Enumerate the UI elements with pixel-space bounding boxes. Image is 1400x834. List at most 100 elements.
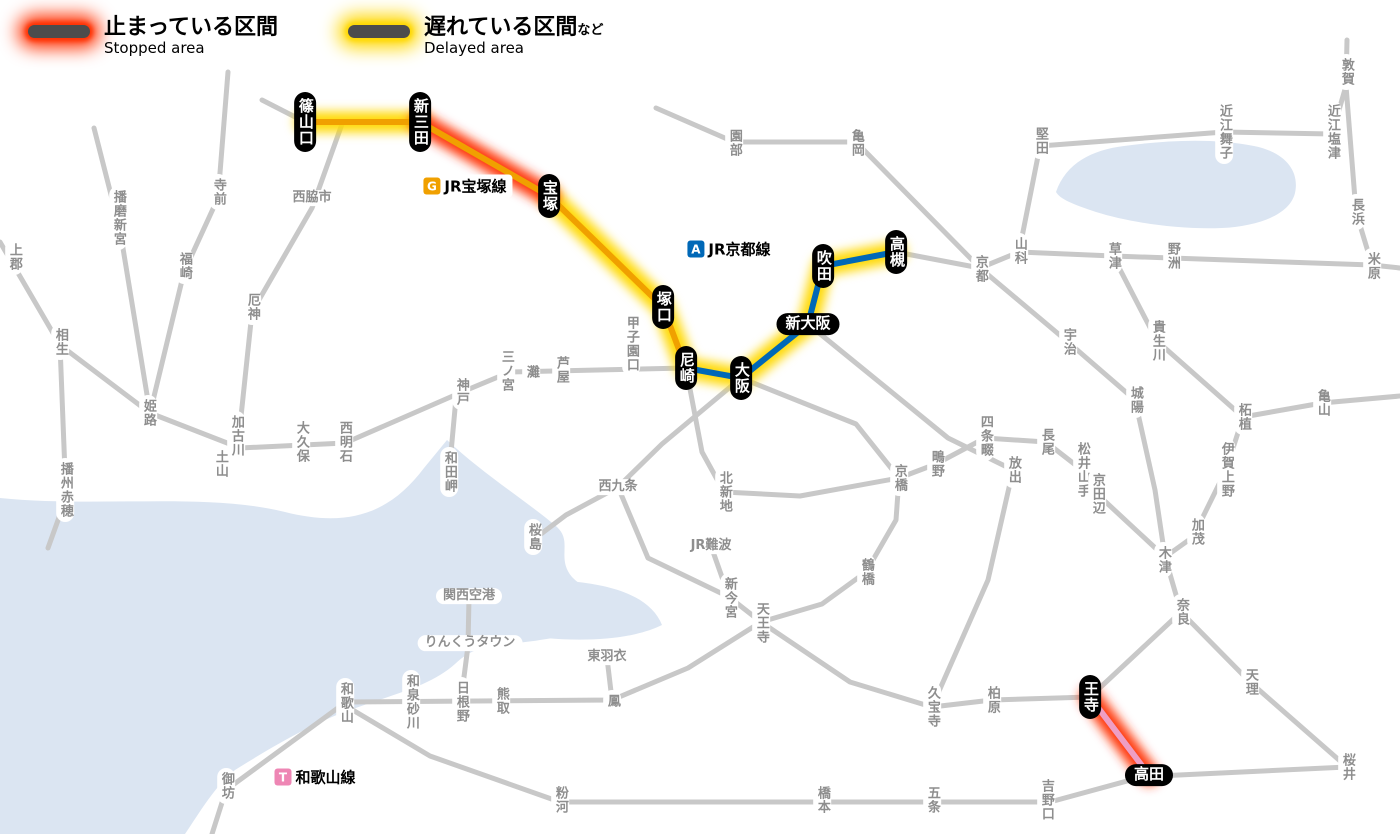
station-label: 関西空港 — [435, 588, 503, 604]
station-label-highlight: 高槻 — [885, 230, 907, 274]
station-label: 亀山 — [1313, 385, 1331, 421]
station-label-highlight: 篠山口 — [294, 92, 316, 152]
station-label: 城陽 — [1126, 382, 1144, 418]
station-label: 加古川 — [227, 411, 245, 461]
station-label: 大久保 — [292, 417, 310, 467]
station-label: 木津 — [1154, 542, 1172, 578]
station-label: 和泉砂川 — [402, 670, 420, 734]
station-label: 西脇市 — [285, 190, 339, 206]
station-label: 亀岡 — [847, 125, 865, 161]
stopped-area-swatch-icon — [28, 25, 90, 38]
delayed-area-swatch-icon — [348, 25, 410, 38]
station-label: 鶴橋 — [857, 554, 875, 590]
station-label: 御坊 — [217, 768, 235, 804]
station-label: 伊賀上野 — [1217, 438, 1235, 502]
station-label: 敦賀 — [1337, 54, 1355, 90]
station-label: 日根野 — [452, 677, 470, 727]
station-label-highlight: 宝塚 — [538, 174, 560, 218]
station-label: 貴生川 — [1148, 316, 1166, 366]
station-label: 宇治 — [1059, 324, 1077, 360]
station-label: 西明石 — [335, 417, 353, 467]
station-label: 奈良 — [1172, 594, 1190, 630]
station-label: 姫路 — [139, 395, 157, 431]
station-label: 柏原 — [983, 682, 1001, 718]
station-label: 長浜 — [1347, 194, 1365, 230]
station-label: 橋本 — [813, 782, 831, 818]
station-label: 山科 — [1010, 233, 1028, 269]
station-label-highlight: 新大阪 — [776, 313, 840, 335]
station-label-highlight: 新三田 — [409, 92, 431, 152]
line-name-label: 和歌山線 — [295, 768, 356, 787]
station-label: 加茂 — [1187, 514, 1205, 550]
station-label: 近江舞子 — [1215, 100, 1233, 164]
station-label: 五条 — [923, 782, 941, 818]
station-label-highlight: 王寺 — [1079, 675, 1101, 719]
station-label: 天王寺 — [752, 598, 770, 648]
station-label: 寺前 — [209, 174, 227, 210]
station-label: 播磨新宮 — [109, 186, 127, 250]
station-label: 厄神 — [243, 289, 261, 325]
line-badge-icon: A — [687, 240, 705, 258]
station-label: 鴫野 — [927, 446, 945, 482]
station-label: 三ノ宮 — [497, 346, 515, 396]
water-areas — [0, 140, 1296, 834]
station-label: 西九条 — [591, 479, 645, 495]
station-label: 甲子園口 — [622, 312, 640, 376]
station-label: 京田辺 — [1088, 469, 1106, 519]
station-label: 灘 — [522, 361, 540, 383]
station-label: 新今宮 — [720, 573, 738, 623]
lake-biwa-shape — [1056, 140, 1296, 229]
station-label-highlight: 吹田 — [812, 244, 834, 288]
station-label: 粉河 — [551, 782, 569, 818]
station-label: 福崎 — [175, 248, 193, 284]
station-label-highlight: 塚口 — [652, 285, 674, 329]
station-label: 草津 — [1104, 238, 1122, 274]
station-label: 土山 — [211, 446, 229, 482]
osaka-bay-shape — [0, 440, 623, 834]
station-label: 東羽衣 — [580, 649, 634, 665]
station-label: 芦屋 — [552, 352, 570, 388]
station-label: 熊取 — [492, 683, 510, 719]
station-label: 和田岬 — [440, 447, 458, 497]
station-label-highlight: 尼崎 — [675, 346, 697, 390]
line-name-label: JR京都線 — [708, 240, 771, 259]
station-label: 桜井 — [1338, 749, 1356, 785]
station-label: 播州赤穂 — [56, 458, 74, 522]
station-label: 四条畷 — [976, 411, 994, 461]
station-label: 堅田 — [1031, 123, 1049, 159]
station-label: 柘植 — [1234, 399, 1252, 435]
station-label: 松井山手 — [1073, 438, 1091, 502]
station-label: 桜島 — [524, 519, 542, 555]
station-label: 放出 — [1004, 452, 1022, 488]
station-label: 京都 — [971, 251, 989, 287]
line-badge-icon: G — [423, 177, 441, 195]
stopped-area-label-jp: 止まっている区間 — [104, 15, 279, 40]
station-label-highlight: 高田 — [1124, 764, 1174, 786]
station-label: 上郡 — [5, 239, 23, 275]
station-label: 吉野口 — [1037, 775, 1055, 825]
stopped-area-label-en: Stopped area — [104, 39, 205, 58]
station-label: 近江塩津 — [1323, 100, 1341, 164]
station-label: 園部 — [725, 125, 743, 161]
station-label: 相生 — [51, 324, 69, 360]
station-label: 鳳 — [603, 690, 621, 712]
station-label: 久宝寺 — [923, 682, 941, 732]
station-label: 天理 — [1241, 664, 1259, 700]
line-name-label: JR宝塚線 — [444, 177, 507, 196]
line-badge-icon: T — [274, 768, 292, 786]
delayed-area-label-en: Delayed area — [424, 39, 524, 58]
delayed-area-label-jp: 遅れている区間など — [424, 15, 604, 40]
station-label: 野洲 — [1163, 238, 1181, 274]
station-label: 和歌山 — [336, 678, 354, 728]
station-label-highlight: 大阪 — [730, 356, 752, 400]
station-label: 長尾 — [1037, 424, 1055, 460]
station-label: 北新地 — [715, 467, 733, 517]
legend-item-stopped: 止まっている区間 Stopped area — [28, 15, 279, 58]
legend-item-delayed: 遅れている区間など Delayed area — [348, 15, 604, 58]
station-label: 米原 — [1363, 248, 1381, 284]
